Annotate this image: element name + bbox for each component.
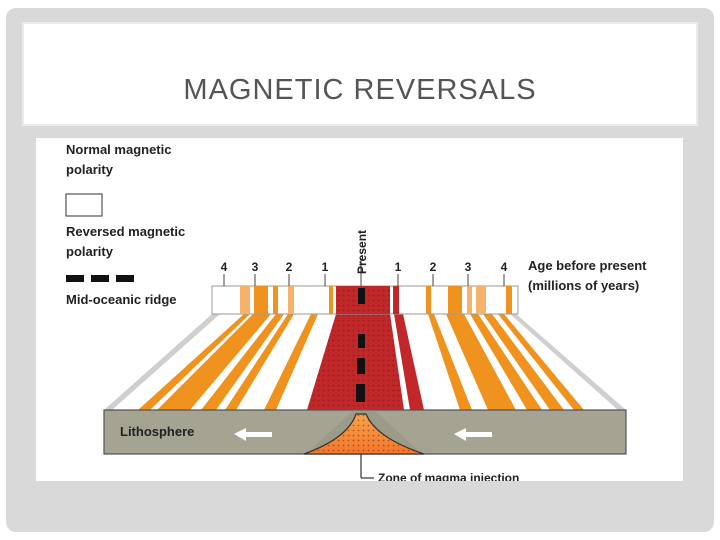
lithosphere-block bbox=[103, 409, 627, 455]
magma-label: Zone of magma injection bbox=[378, 471, 519, 481]
age-caption-1: Age before present bbox=[528, 258, 647, 273]
legend-reversed-label-2: polarity bbox=[66, 244, 114, 259]
legend-normal-swatch bbox=[65, 193, 103, 217]
legend-ridge-swatch bbox=[66, 275, 134, 282]
age-label-left-3: 3 bbox=[252, 260, 259, 274]
age-label-right-1: 1 bbox=[395, 260, 402, 274]
age-label-right-2: 2 bbox=[430, 260, 437, 274]
age-label-left-1: 1 bbox=[322, 260, 329, 274]
legend-reversed-label-1: Reversed magnetic bbox=[66, 224, 185, 239]
legend-ridge-label: Mid-oceanic ridge bbox=[66, 292, 177, 307]
age-caption-2: (millions of years) bbox=[528, 278, 639, 293]
arrow-right-icon bbox=[454, 428, 492, 441]
magnetic-reversal-diagram: Normal magnetic polarity Reversed magnet… bbox=[36, 138, 683, 481]
legend-normal-label-1: Normal magnetic bbox=[66, 142, 171, 157]
slide-title: MAGNETIC REVERSALS bbox=[183, 74, 537, 106]
lithosphere-label: Lithosphere bbox=[120, 424, 194, 439]
age-bar bbox=[211, 285, 519, 315]
ridge-axis bbox=[356, 334, 365, 402]
age-label-left-4: 4 bbox=[221, 260, 228, 274]
floor-left-edge bbox=[104, 314, 220, 410]
arrow-left-icon bbox=[234, 428, 272, 441]
age-label-right-4: 4 bbox=[501, 260, 508, 274]
age-ticks bbox=[223, 258, 505, 286]
floor-right-edge bbox=[510, 314, 626, 410]
age-label-left-2: 2 bbox=[286, 260, 293, 274]
age-label-right-3: 3 bbox=[465, 260, 472, 274]
present-label: Present bbox=[355, 230, 369, 274]
title-box: MAGNETIC REVERSALS bbox=[22, 22, 698, 126]
legend-normal-label-2: polarity bbox=[66, 162, 114, 177]
